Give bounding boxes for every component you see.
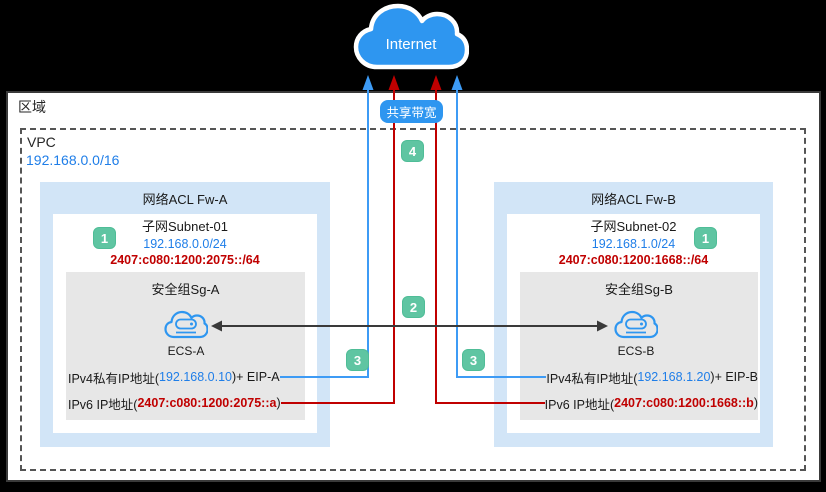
ecs-b-ipv4-prefix: IPv4私有IP地址( [546,371,638,386]
ipv6-a-arrowhead-icon [388,75,400,90]
sg-a-title: 安全组Sg-A [151,282,220,297]
subnet-a-ipv6-cidr: 2407:c080:1200:2075::/64 [110,253,260,267]
ecs-a-ipv6-prefix: IPv6 IP地址( [68,397,138,412]
ecs-a-ipv4-address: 192.168.0.10 [159,370,232,384]
acl-a-title: 网络ACL Fw-A [142,192,228,207]
vpc-label: VPC [27,134,56,150]
sg-b-title: 安全组Sg-B [605,282,673,297]
acl-b-title: 网络ACL Fw-B [591,192,676,207]
step-badge-3-eip-b: 3 [462,349,485,371]
step-badge-3-eip-a: 3 [346,349,369,371]
ecs-b-label: ECS-B [617,344,655,358]
eip-b-line [457,376,547,378]
ecs-a-label: ECS-A [167,344,205,358]
eip-a-line [279,376,368,378]
vpc-box [20,128,806,471]
ecs-a-ipv6-address: 2407:c080:1200:2075::a [137,396,277,410]
step-badge-2-peering: 2 [402,296,425,318]
ecs-b-ipv6-row: IPv6 IP地址(2407:c080:1200:1668::b) [436,395,758,412]
ecs-b-ipv4-suffix: )+ EIP-B [710,370,758,384]
eip-a-arrowhead-icon [362,75,374,90]
ipv6-b-line [436,402,545,404]
ecs-a-ipv4-suffix: )+ EIP-A [232,370,280,384]
step-badge-1-subnet-a: 1 [93,227,116,249]
sg-b-box: 安全组Sg-B [520,272,758,420]
region-label: 区域 [18,99,46,115]
ipv6-a-line [280,402,394,404]
ecs-b-ipv6-suffix: ) [753,396,758,410]
internet-cloud-icon [353,3,469,70]
ecs-a-ipv4-prefix: IPv4私有IP地址( [68,371,159,386]
ecs-b-ipv4-address: 192.168.1.20 [637,370,711,384]
internet-label: Internet [385,36,437,53]
ecs-b-ipv4-row: IPv4私有IP地址(192.168.1.20)+ EIP-B [457,369,758,386]
ecs-a-ipv6-suffix: ) [276,396,281,410]
shared-bandwidth-label: 共享带宽 [386,106,437,120]
subnet-a-title: 子网Subnet-01 [142,219,228,234]
subnet-b-ipv6-cidr: 2407:c080:1200:1668::/64 [558,253,709,267]
ecs-a-ipv6-row: IPv6 IP地址(2407:c080:1200:2075::a) [68,395,394,412]
ipv6-b-arrowhead-icon [430,75,442,90]
step-badge-1-subnet-b: 1 [694,227,717,249]
subnet-b-ipv4-cidr: 192.168.1.0/24 [591,237,676,251]
step-badge-4-shared-bandwidth: 4 [401,140,424,162]
sg-a-box: 安全组Sg-A [66,272,305,420]
ecs-a-cloud-icon [164,310,208,339]
subnet-b-title: 子网Subnet-02 [590,219,677,234]
shared-bandwidth-badge: 共享带宽 [380,100,443,123]
eip-b-arrowhead-icon [451,75,463,90]
subnet-a-ipv4-cidr: 192.168.0.0/24 [143,237,227,251]
ecs-a-ipv4-row: IPv4私有IP地址(192.168.0.10)+ EIP-A [68,369,368,386]
ecs-b-ipv6-address: 2407:c080:1200:1668::b [614,396,754,410]
vpc-cidr: 192.168.0.0/16 [26,152,120,168]
ecs-b-ipv6-prefix: IPv6 IP地址( [544,397,615,412]
ecs-b-cloud-icon [614,310,658,339]
